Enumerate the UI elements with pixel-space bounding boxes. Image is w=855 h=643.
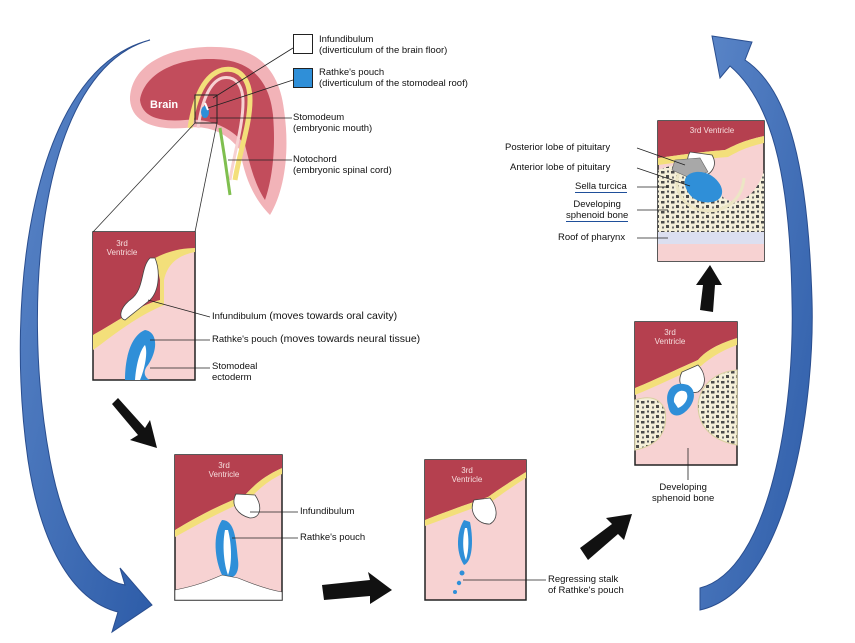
black-step-arrow-icon [322,572,392,604]
black-step-arrow-icon [112,398,157,448]
panel1-ectoderm-line2: ectoderm [212,372,252,383]
panel4-title-line1: 3rd [664,328,676,337]
panel-stage-5 [657,120,765,262]
panel2-rathke-label: Rathke's pouch [300,532,366,543]
panel1-infundibulum-note: (moves towards oral cavity) [266,310,398,322]
panel1-ectoderm-label: Stomodeal ectoderm [212,361,257,383]
panel5-sphenoid-line2: sphenoid bone [566,210,629,222]
panel4-bone-line2: sphenoid bone [652,493,715,504]
panel4-bone-line1: Developing [659,482,707,493]
panel1-infundibulum-name: Infundibulum [212,311,267,322]
embryo-brain-illustration [92,46,287,233]
panel5-sella-text: Sella turcica [575,181,627,193]
panel5-posterior-label: Posterior lobe of pituitary [505,142,611,153]
panel1-rathke-label: Rathke's pouch (moves towards neural tis… [212,333,421,346]
panel-stage-2 [174,454,283,601]
label-stomodeum-line1: Stomodeum [293,112,345,123]
top-leader-lines [207,47,294,161]
panel2-infundibulum-label: Infundibulum [300,506,355,517]
label-notochord-line1: Notochord [293,154,337,165]
panel-stage-4 [634,321,738,466]
legend-infundibulum: Infundibulum (diverticulum of the brain … [319,34,447,56]
legend-rathke-desc: (diverticulum of the stomodeal roof) [319,78,468,89]
curved-arrow-left-icon [19,39,153,634]
legend-rathke-swatch [293,68,313,88]
brain-label: Brain [150,99,178,111]
panel3-stalk-line2: of Rathke's pouch [548,585,624,596]
panel2-title-line2: Ventricle [209,470,240,479]
panel1-leaders [147,299,211,369]
panel4-title-line2: Ventricle [655,337,686,346]
panel5-leaders [636,147,691,239]
panel2-leaders [232,511,298,539]
panel5-title: 3rd Ventricle [690,126,735,135]
panel5-roof-label: Roof of pharynx [558,232,626,243]
panel3-title-line1: 3rd [461,466,473,475]
panel1-ectoderm-line1: Stomodeal [212,361,258,372]
panel1-title-line2: Ventricle [107,248,138,257]
legend-rathke: Rathke's pouch (diverticulum of the stom… [319,67,468,89]
panel5-sphenoid-line1: Developing [573,199,621,210]
label-notochord: Notochord (embryonic spinal cord) [293,154,392,176]
panel2-title-line1: 3rd [218,461,230,470]
legend-rathke-name: Rathke's pouch [319,67,385,78]
panel-stage-3 [424,459,527,601]
legend-infundibulum-swatch [293,34,313,54]
label-stomodeum-line2: (embryonic mouth) [293,123,373,134]
panel1-rathke-note: (moves towards neural tissue) [277,333,421,345]
black-step-arrow-icon [580,514,632,560]
legend-infundibulum-desc: (diverticulum of the brain floor) [319,45,448,56]
panel4-bone-label: Developing sphenoid bone [652,482,714,504]
label-notochord-line2: (embryonic spinal cord) [293,165,392,176]
panel1-rathke-name: Rathke's pouch [212,334,278,345]
legend-infundibulum-name: Infundibulum [319,34,374,45]
panel1-infundibulum-label: Infundibulum (moves towards oral cavity) [212,310,398,323]
panel5-sella-label: Sella turcica [575,181,627,193]
curved-arrow-right-icon [699,35,813,611]
panel-stage-1 [92,231,196,381]
panel1-title-line1: 3rd [116,239,128,248]
panel3-stalk-label: Regressing stalk of Rathke's pouch [548,574,624,596]
panel5-anterior-label: Anterior lobe of pituitary [510,162,611,173]
panel3-stalk-line1: Regressing stalk [548,574,619,585]
black-step-arrow-icon [696,265,722,312]
label-stomodeum: Stomodeum (embryonic mouth) [293,112,372,134]
panel3-title-line2: Ventricle [452,475,483,484]
panel5-sphenoid-label: Developing sphenoid bone [566,199,629,222]
